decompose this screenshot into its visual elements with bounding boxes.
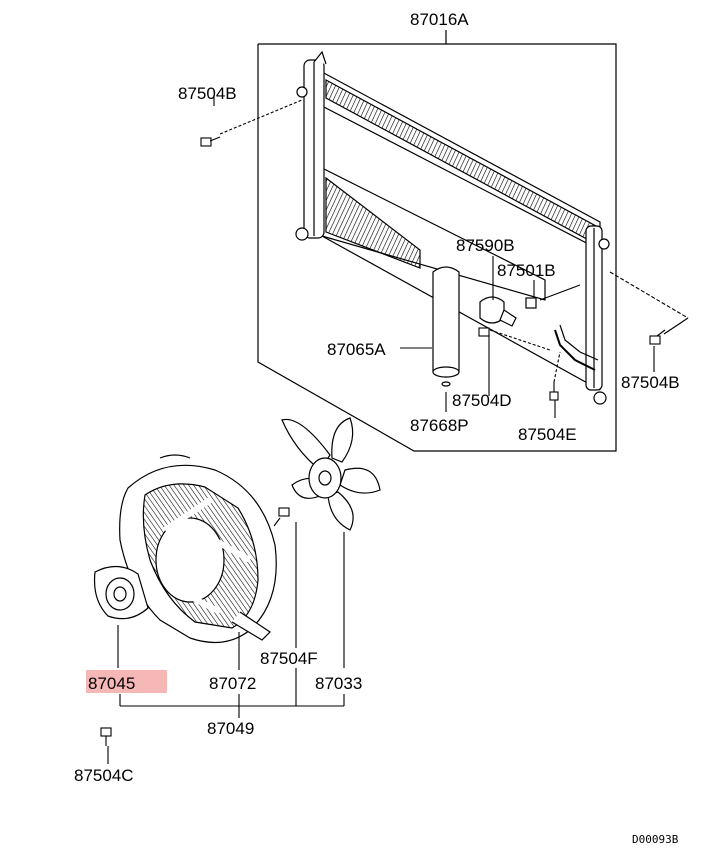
part-label-87590B[interactable]: 87590B [456,236,515,255]
bracket [479,296,537,327]
part-label-87504F[interactable]: 87504F [260,649,318,668]
part-label-87065A[interactable]: 87065A [327,340,386,359]
part-label-87504B-right[interactable]: 87504B [621,373,680,392]
part-label-87016A[interactable]: 87016A [410,10,469,29]
condenser [295,50,610,405]
condenser-assembly-box [257,30,617,452]
part-label-87668P[interactable]: 87668P [410,416,469,435]
part-label-87033[interactable]: 87033 [315,674,363,693]
part-label-87501B[interactable]: 87501B [497,261,556,280]
part-label-87504D[interactable]: 87504D [452,391,512,410]
part-label-87504C[interactable]: 87504C [74,766,134,785]
bolts [100,136,666,746]
part-label-87504B-top[interactable]: 87504B [178,84,237,103]
leader-lines [213,95,689,418]
part-label-87045[interactable]: 87045 [88,674,136,693]
highlight-87045 [86,670,167,693]
fan-blade [281,417,381,531]
fan-shroud [119,454,277,644]
part-label-87072[interactable]: 87072 [209,674,257,693]
part-label-87049[interactable]: 87049 [207,719,255,738]
fan-motor [93,565,149,620]
part-label-87504E[interactable]: 87504E [518,425,577,444]
diagram-code: D00093B [632,833,679,846]
lower-leader-lines [107,522,345,764]
receiver-dryer [432,266,460,387]
